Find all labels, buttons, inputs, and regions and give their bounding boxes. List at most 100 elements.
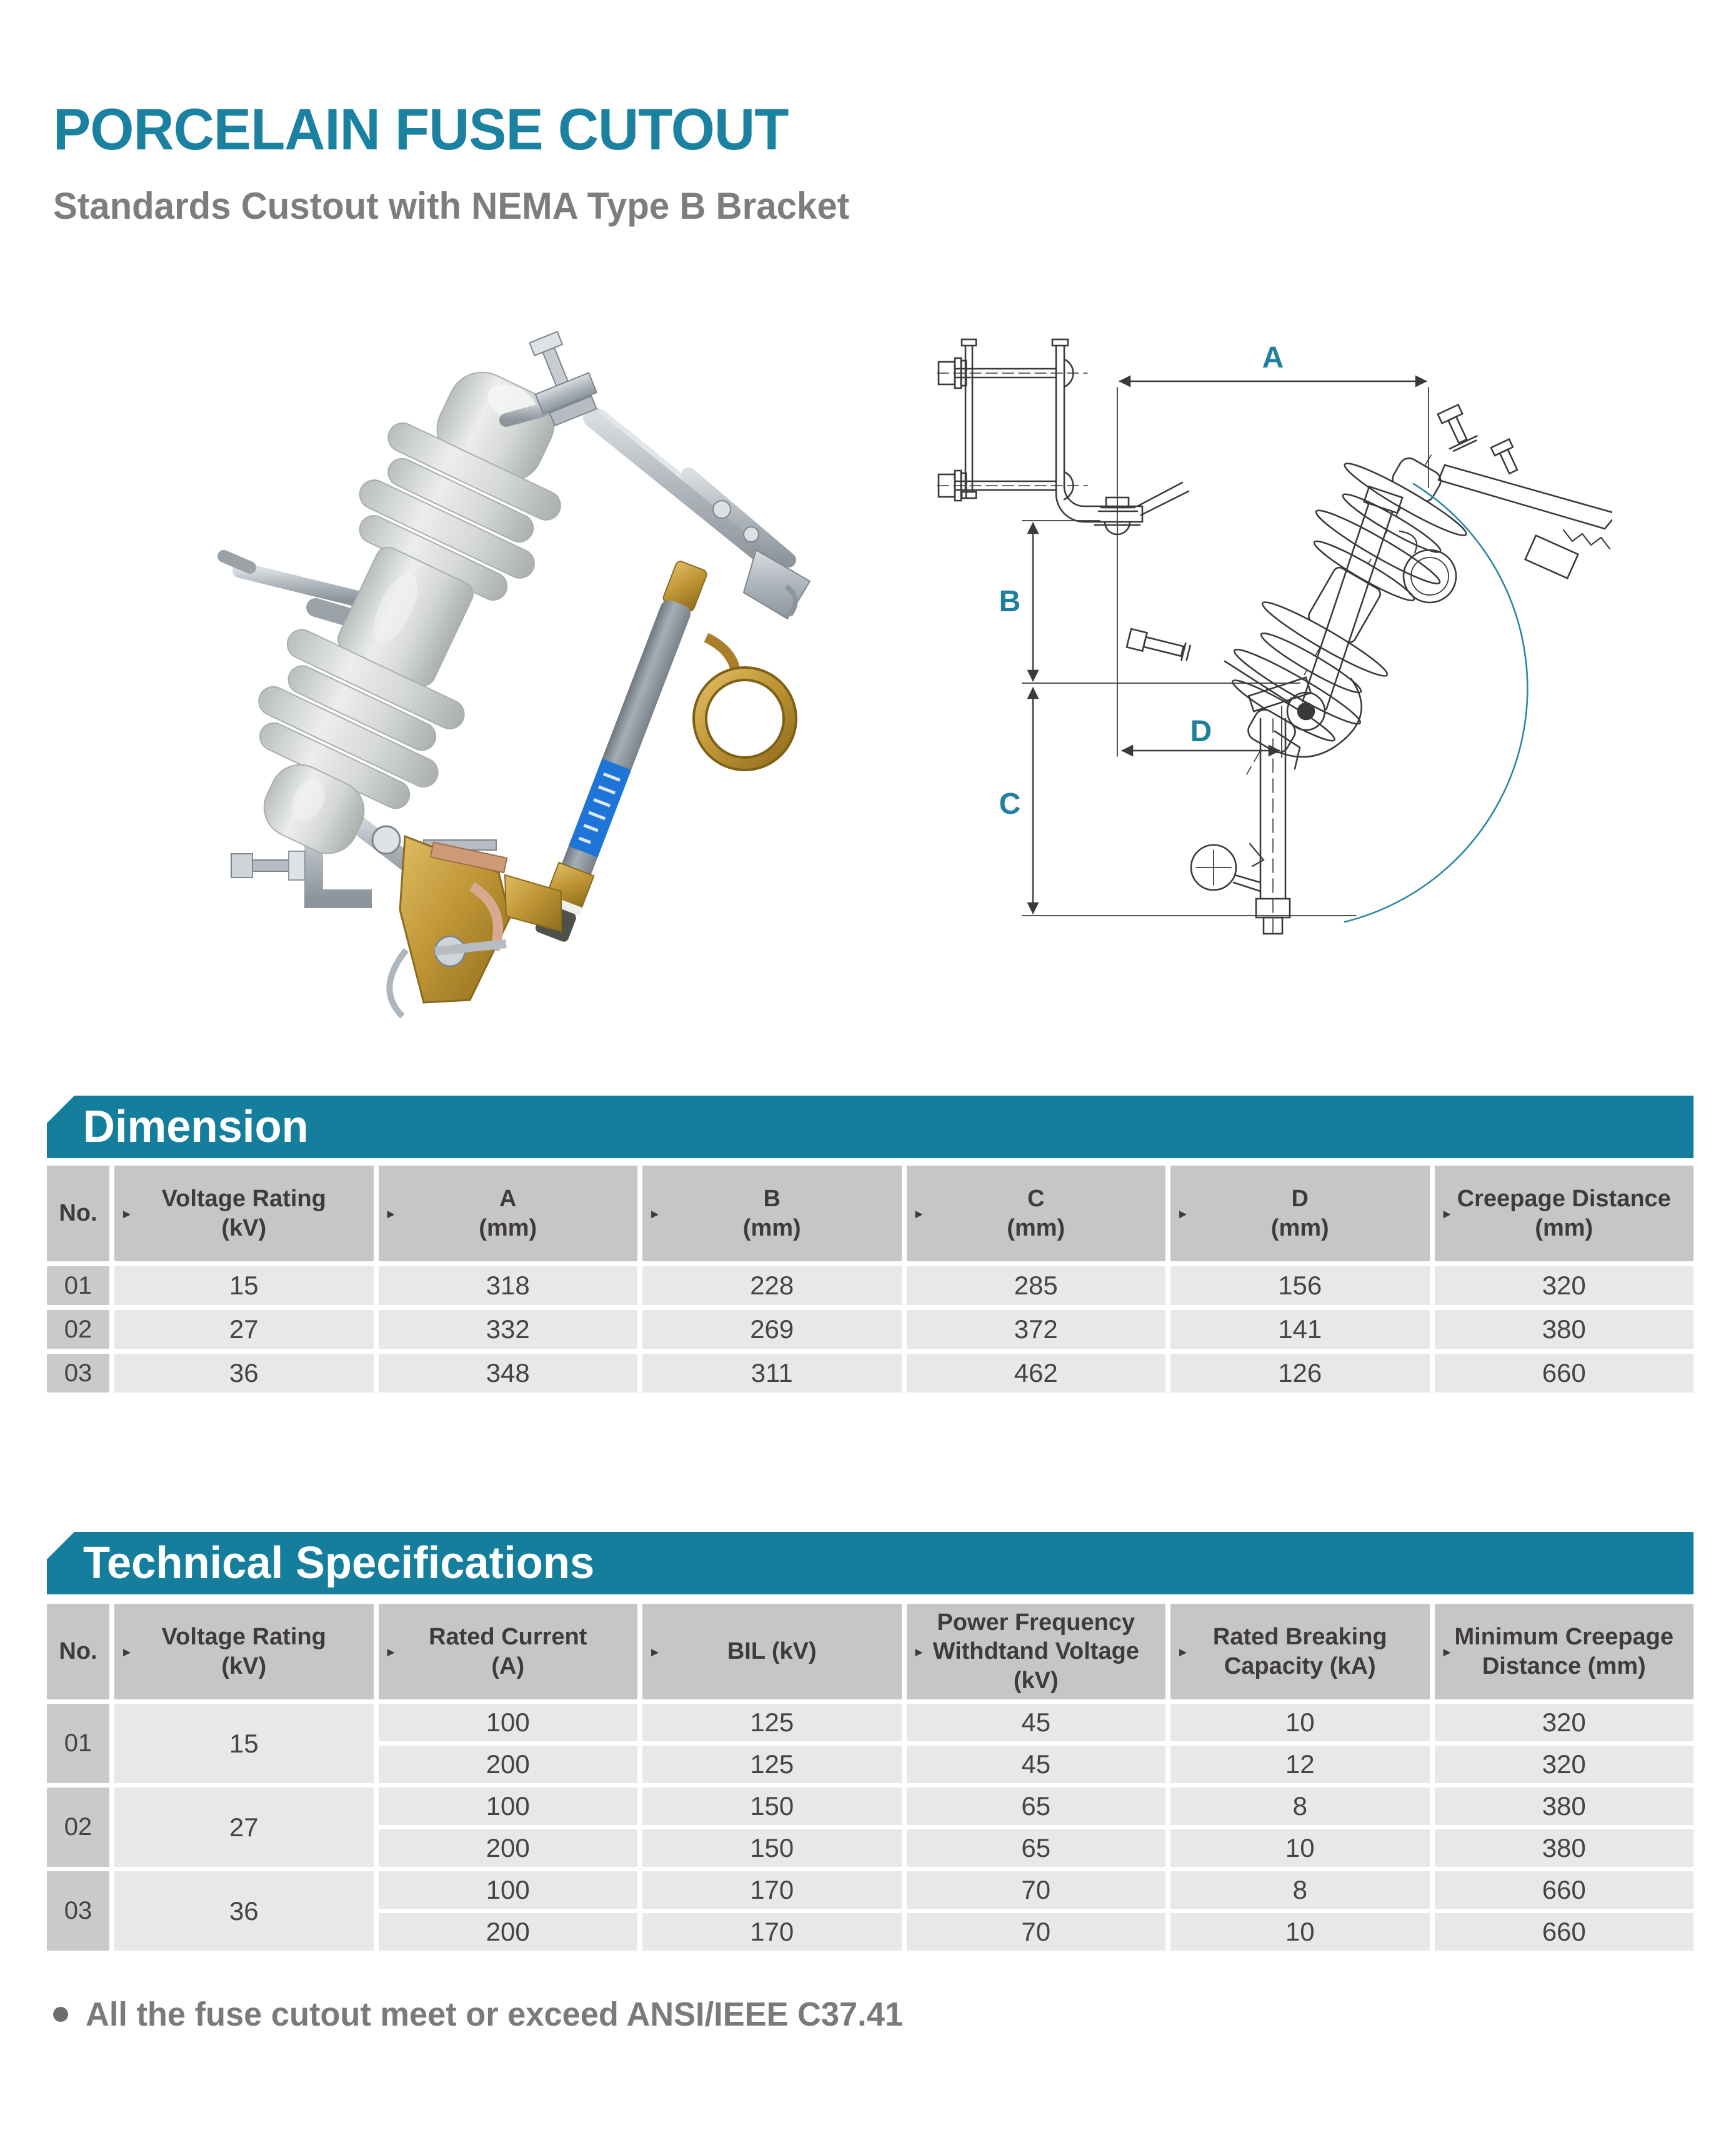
spec-cell: 200 [378, 1746, 637, 1783]
spec-cell: 200 [378, 1829, 637, 1867]
spec-col-bil-label: BIL (kV) [727, 1638, 817, 1665]
dim-label-d: D [1190, 715, 1212, 748]
spec-group-no: 02 [47, 1788, 109, 1867]
spec-cell: 10 [1170, 1829, 1430, 1867]
header-arrow-icon: ▸ [1179, 1204, 1187, 1222]
header-arrow-icon: ▸ [915, 1642, 923, 1660]
dim-col-voltage-label: Voltage Rating (kV) [161, 1186, 326, 1241]
dim-cell: 141 [1170, 1310, 1430, 1349]
spec-cell: 45 [906, 1704, 1165, 1741]
dim-cell: 372 [906, 1310, 1165, 1349]
spec-cell: 125 [642, 1704, 902, 1741]
dim-cell: 27 [114, 1310, 374, 1349]
spec-cell: 660 [1434, 1913, 1694, 1951]
spec-cell: 125 [642, 1746, 902, 1783]
spec-cell: 380 [1434, 1829, 1694, 1867]
spec-cell: 100 [378, 1704, 637, 1741]
spec-col-current: ▸Rated Current (A) [378, 1604, 637, 1699]
spec-col-creepage-label: Minimum Creepage Distance (mm) [1454, 1624, 1674, 1679]
dim-col-d: ▸ D (mm) [1170, 1166, 1430, 1261]
drawing-lower-tube [1190, 718, 1291, 939]
spec-cell: 65 [906, 1788, 1165, 1825]
spec-group-voltage: 36 [114, 1871, 374, 1951]
page-title: PORCELAIN FUSE CUTOUT [53, 96, 789, 162]
dim-col-b-label: B (mm) [742, 1186, 801, 1241]
header-arrow-icon: ▸ [651, 1642, 659, 1660]
dim-cell: 348 [378, 1354, 637, 1392]
header-arrow-icon: ▸ [1443, 1204, 1451, 1222]
spec-cell: 65 [906, 1829, 1165, 1867]
dim-label-a: A [1262, 341, 1284, 374]
dim-col-d-label: D (mm) [1270, 1186, 1329, 1241]
fuse-tube [535, 561, 707, 942]
spec-cell: 12 [1170, 1746, 1430, 1783]
product-photo [217, 331, 811, 1019]
dim-row-no: 03 [47, 1354, 109, 1392]
spec-cell: 10 [1170, 1913, 1430, 1951]
header-arrow-icon: ▸ [123, 1642, 131, 1660]
bullet-icon [53, 2007, 68, 2022]
dim-col-b: ▸ B (mm) [642, 1166, 902, 1261]
header-arrow-icon: ▸ [651, 1204, 659, 1222]
spec-cell: 320 [1434, 1746, 1694, 1783]
spec-col-pfwv-label: Power Frequency Withdtand Voltage (kV) [932, 1609, 1139, 1694]
dim-cell: 15 [114, 1266, 374, 1305]
dim-cell: 311 [642, 1354, 902, 1392]
dim-cell: 156 [1170, 1266, 1430, 1305]
dim-cell: 285 [906, 1266, 1165, 1305]
spec-cell: 170 [642, 1913, 902, 1951]
dim-label-c: C [999, 788, 1021, 821]
nema-bracket [937, 338, 1190, 536]
dimension-table: No. ▸Voltage Rating (kV) ▸A (mm) ▸B (mm)… [47, 1166, 1694, 1392]
header-arrow-icon: ▸ [1443, 1642, 1451, 1660]
drawing-insulator [1232, 454, 1467, 775]
dim-cell: 318 [378, 1266, 637, 1305]
dim-cell: 462 [906, 1354, 1165, 1392]
header-arrow-icon: ▸ [915, 1204, 923, 1222]
dimension-lines [1022, 375, 1429, 916]
spec-col-voltage: ▸ Voltage Rating (kV) [114, 1604, 374, 1699]
spec-cell: 45 [906, 1746, 1165, 1783]
spec-cell: 170 [642, 1871, 902, 1909]
dimension-section-title: Dimension [83, 1102, 309, 1152]
footer-note-text: All the fuse cutout meet or exceed ANSI/… [86, 1996, 903, 2033]
spec-group-no: 01 [47, 1704, 109, 1783]
dim-col-c-label: C (mm) [1007, 1186, 1065, 1241]
drawing-hinge [1125, 628, 1362, 770]
spec-col-voltage-label: Voltage Rating (kV) [161, 1624, 326, 1679]
hinge-assembly [371, 825, 562, 1019]
dimension-labels: A B C D [999, 341, 1284, 821]
dim-col-c: ▸ C (mm) [906, 1166, 1165, 1261]
spec-col-pfwv: ▸ Power Frequency Withdtand Voltage (kV) [906, 1604, 1165, 1699]
bracket-bolt-bottom [937, 469, 1088, 502]
spec-col-breaking-label: Rated Breaking Capacity (kA) [1212, 1624, 1387, 1679]
porcelain-insulator [258, 371, 561, 854]
dim-col-voltage: ▸ Voltage Rating (kV) [114, 1166, 374, 1261]
dim-cell: 126 [1170, 1354, 1430, 1392]
spec-col-creepage: ▸Minimum Creepage Distance (mm) [1434, 1604, 1694, 1699]
header-arrow-icon: ▸ [387, 1642, 395, 1660]
dimension-section-banner: Dimension [47, 1096, 1694, 1158]
dim-cell: 660 [1434, 1354, 1694, 1392]
spec-cell: 10 [1170, 1704, 1430, 1741]
spec-cell: 200 [378, 1913, 637, 1951]
header-arrow-icon: ▸ [387, 1204, 395, 1222]
dim-cell: 320 [1434, 1266, 1694, 1305]
spec-cell: 8 [1170, 1871, 1430, 1909]
top-contact-bracket [499, 331, 811, 620]
spec-group-no: 03 [47, 1871, 109, 1951]
dim-col-creepage-label: Creepage Distance (mm) [1457, 1186, 1671, 1241]
dim-col-a: ▸ A (mm) [378, 1166, 637, 1261]
dimension-drawing: A B C D [937, 338, 1612, 939]
spec-cell: 150 [642, 1829, 902, 1867]
spec-cell: 660 [1434, 1871, 1694, 1909]
dim-col-a-label: A (mm) [479, 1186, 537, 1241]
page-subtitle: Standards Custout with NEMA Type B Brack… [53, 185, 850, 227]
spec-cell: 8 [1170, 1788, 1430, 1825]
header-arrow-icon: ▸ [123, 1204, 131, 1222]
spec-cell: 380 [1434, 1788, 1694, 1825]
spec-cell: 150 [642, 1788, 902, 1825]
spec-section-banner: Technical Specifications [47, 1532, 1694, 1594]
dim-label-b: B [999, 585, 1021, 618]
spec-cell: 320 [1434, 1704, 1694, 1741]
